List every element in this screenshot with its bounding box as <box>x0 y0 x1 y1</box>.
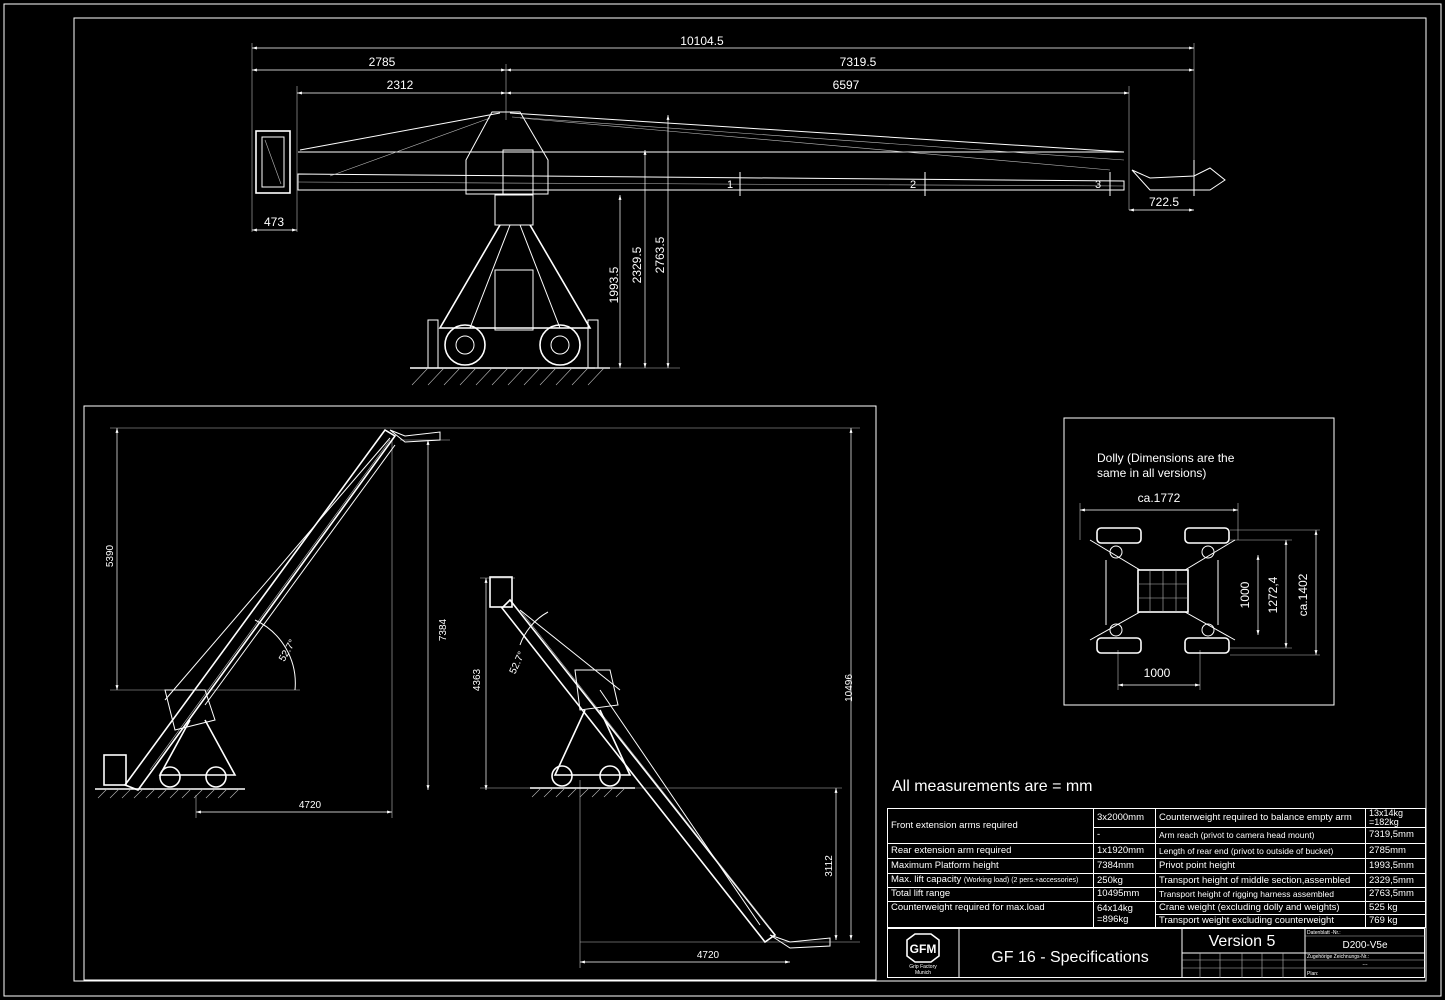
spec-value-line1: 13x14kg <box>1369 808 1404 819</box>
section-number-1: 1 <box>727 179 733 191</box>
spec-label: Transport height of middle section,assem… <box>1155 873 1366 889</box>
logo-subtitle-2: Munich <box>915 970 931 976</box>
version-label: Version 5 <box>1209 933 1276 950</box>
dolly-wheelbase: 1000 <box>1144 666 1171 680</box>
left-view-crane <box>95 427 860 940</box>
table-row: Maximum Platform height 7384mm Privot po… <box>887 857 1426 875</box>
spec-label: Counterweight required to balance empty … <box>1155 807 1366 829</box>
table-row: Rear extension arm required 1x1920mm Len… <box>887 842 1426 859</box>
dim-pivot-height: 1993.5 <box>607 266 621 303</box>
dim-rear-inner: 2312 <box>387 78 414 92</box>
spec-label: Transport weight excluding counterweight <box>1155 913 1366 929</box>
spec-value: 1993,5mm <box>1365 857 1426 875</box>
spec-label: Total lift range <box>887 887 1094 902</box>
dim-max-height: 7384 <box>438 618 449 641</box>
dim-mid-reach: 4720 <box>697 950 720 961</box>
spec-value: 7384mm <box>1093 857 1156 875</box>
dolly-drawing <box>1079 503 1320 690</box>
logo-subtitle-1: Grip Factory <box>909 964 937 970</box>
dim-transport-height: 2329.5 <box>630 246 644 283</box>
drawing-frame <box>73 17 1427 982</box>
dim-harness-height: 2763.5 <box>653 236 667 273</box>
spec-label: Counterweight required for max.load <box>887 900 1094 929</box>
spec-value-line1: 64x14kg <box>1097 903 1133 915</box>
table-row: Transport weight excluding counterweight… <box>888 913 1426 929</box>
side-views-frame <box>83 405 877 981</box>
spec-value: 64x14kg=896kg <box>1093 900 1156 929</box>
drawing-number-label: Datenblatt -Nr.: <box>1307 930 1341 936</box>
spec-value: 2329,5mm <box>1365 873 1426 889</box>
drawing-number: D200-V5e <box>1342 940 1387 951</box>
plan-label: Plan: <box>1307 971 1318 977</box>
mid-angle: 52.7° <box>508 650 528 676</box>
middle-view-crane <box>480 576 860 968</box>
outer-border <box>3 3 1442 997</box>
spec-label-sub: (Working load) (2 pers.+accessories) <box>963 877 1079 885</box>
dim-front-inner: 6597 <box>833 78 860 92</box>
spec-value: 2785mm <box>1365 842 1426 859</box>
measurement-note: All measurements are = mm <box>892 778 1093 795</box>
drawing-title: GF 16 - Specifications <box>991 949 1148 966</box>
dim-mid-total: 10496 <box>844 674 855 702</box>
dim-total-length: 10104.5 <box>680 34 724 48</box>
spec-value: 7319,5mm <box>1365 827 1426 844</box>
spec-value: 2763,5mm <box>1365 887 1426 902</box>
table-row: Counterweight required for max.load 64x1… <box>887 900 1426 929</box>
dim-bucket: 473 <box>264 215 284 229</box>
reference-value: --- <box>1363 962 1368 968</box>
dim-left-reach: 4720 <box>299 800 322 811</box>
spec-value: 250kg <box>1093 873 1156 889</box>
table-row: Max. lift capacity (Working load) (2 per… <box>887 873 1426 889</box>
spec-label: Crane weight (excluding dolly and weight… <box>1155 900 1366 915</box>
dim-head-mount: 722.5 <box>1149 195 1179 209</box>
dim-front-length: 7319.5 <box>840 55 877 69</box>
spec-value-line2: =896kg <box>1097 914 1129 926</box>
spec-value: - <box>1093 827 1156 844</box>
dim-left-height: 5390 <box>105 544 116 567</box>
spec-table: Front extension arms required 3x2000mm C… <box>887 807 1426 929</box>
dolly-width: ca.1772 <box>1138 491 1181 505</box>
reference-label: Zugehörige Zeichnungs-Nr.: <box>1307 954 1369 960</box>
dolly-title-line2: same in all versions) <box>1097 466 1206 480</box>
top-view-crane <box>251 43 1226 386</box>
logo-text: GFM <box>910 942 937 956</box>
dim-mid-low: 3112 <box>824 855 835 877</box>
spec-label: Rear extension arm required <box>887 842 1094 859</box>
spec-label: Transport height of rigging harness asse… <box>1155 887 1366 902</box>
dim-rear-length: 2785 <box>369 55 396 69</box>
spec-value: 13x14kg=182kg <box>1365 807 1426 829</box>
spec-label: Length of rear end (privot to outside of… <box>1155 842 1366 859</box>
section-number-2: 2 <box>910 179 916 191</box>
spec-label: Front extension arms required <box>887 808 1094 844</box>
dim-mid-height: 4363 <box>472 668 483 691</box>
spec-value: 3x2000mm <box>1093 807 1156 829</box>
dolly-track-inner: 1000 <box>1238 581 1252 608</box>
table-row: Total lift range 10495mm Transport heigh… <box>887 887 1426 902</box>
spec-label-main: Max. lift capacity <box>891 874 962 886</box>
spec-value: 769 kg <box>1365 913 1426 929</box>
spec-value: 10495mm <box>1093 887 1156 902</box>
spec-label: Privot point height <box>1155 857 1366 875</box>
spec-label: Arm reach (privot to camera head mount) <box>1155 827 1366 844</box>
section-number-3: 3 <box>1095 179 1101 191</box>
dolly-track-outer: ca.1402 <box>1296 573 1310 616</box>
left-angle: 52.7° <box>277 638 298 664</box>
spec-value: 1x1920mm <box>1093 842 1156 859</box>
dolly-track-mid: 1272,4 <box>1266 576 1280 613</box>
spec-value-line2: =182kg <box>1369 817 1399 828</box>
title-block: GFM Grip Factory Munich GF 16 - Specific… <box>887 928 1425 978</box>
dolly-title-line1: Dolly (Dimensions are the <box>1097 451 1235 465</box>
spec-label: Max. lift capacity (Working load) (2 per… <box>887 873 1094 889</box>
table-row: Front extension arms required 3x2000mm C… <box>887 807 1426 844</box>
dolly-frame <box>1063 417 1335 706</box>
spec-value: 525 kg <box>1365 900 1426 915</box>
spec-label: Maximum Platform height <box>887 857 1094 875</box>
gfm-logo: GFM Grip Factory Munich <box>906 933 940 976</box>
